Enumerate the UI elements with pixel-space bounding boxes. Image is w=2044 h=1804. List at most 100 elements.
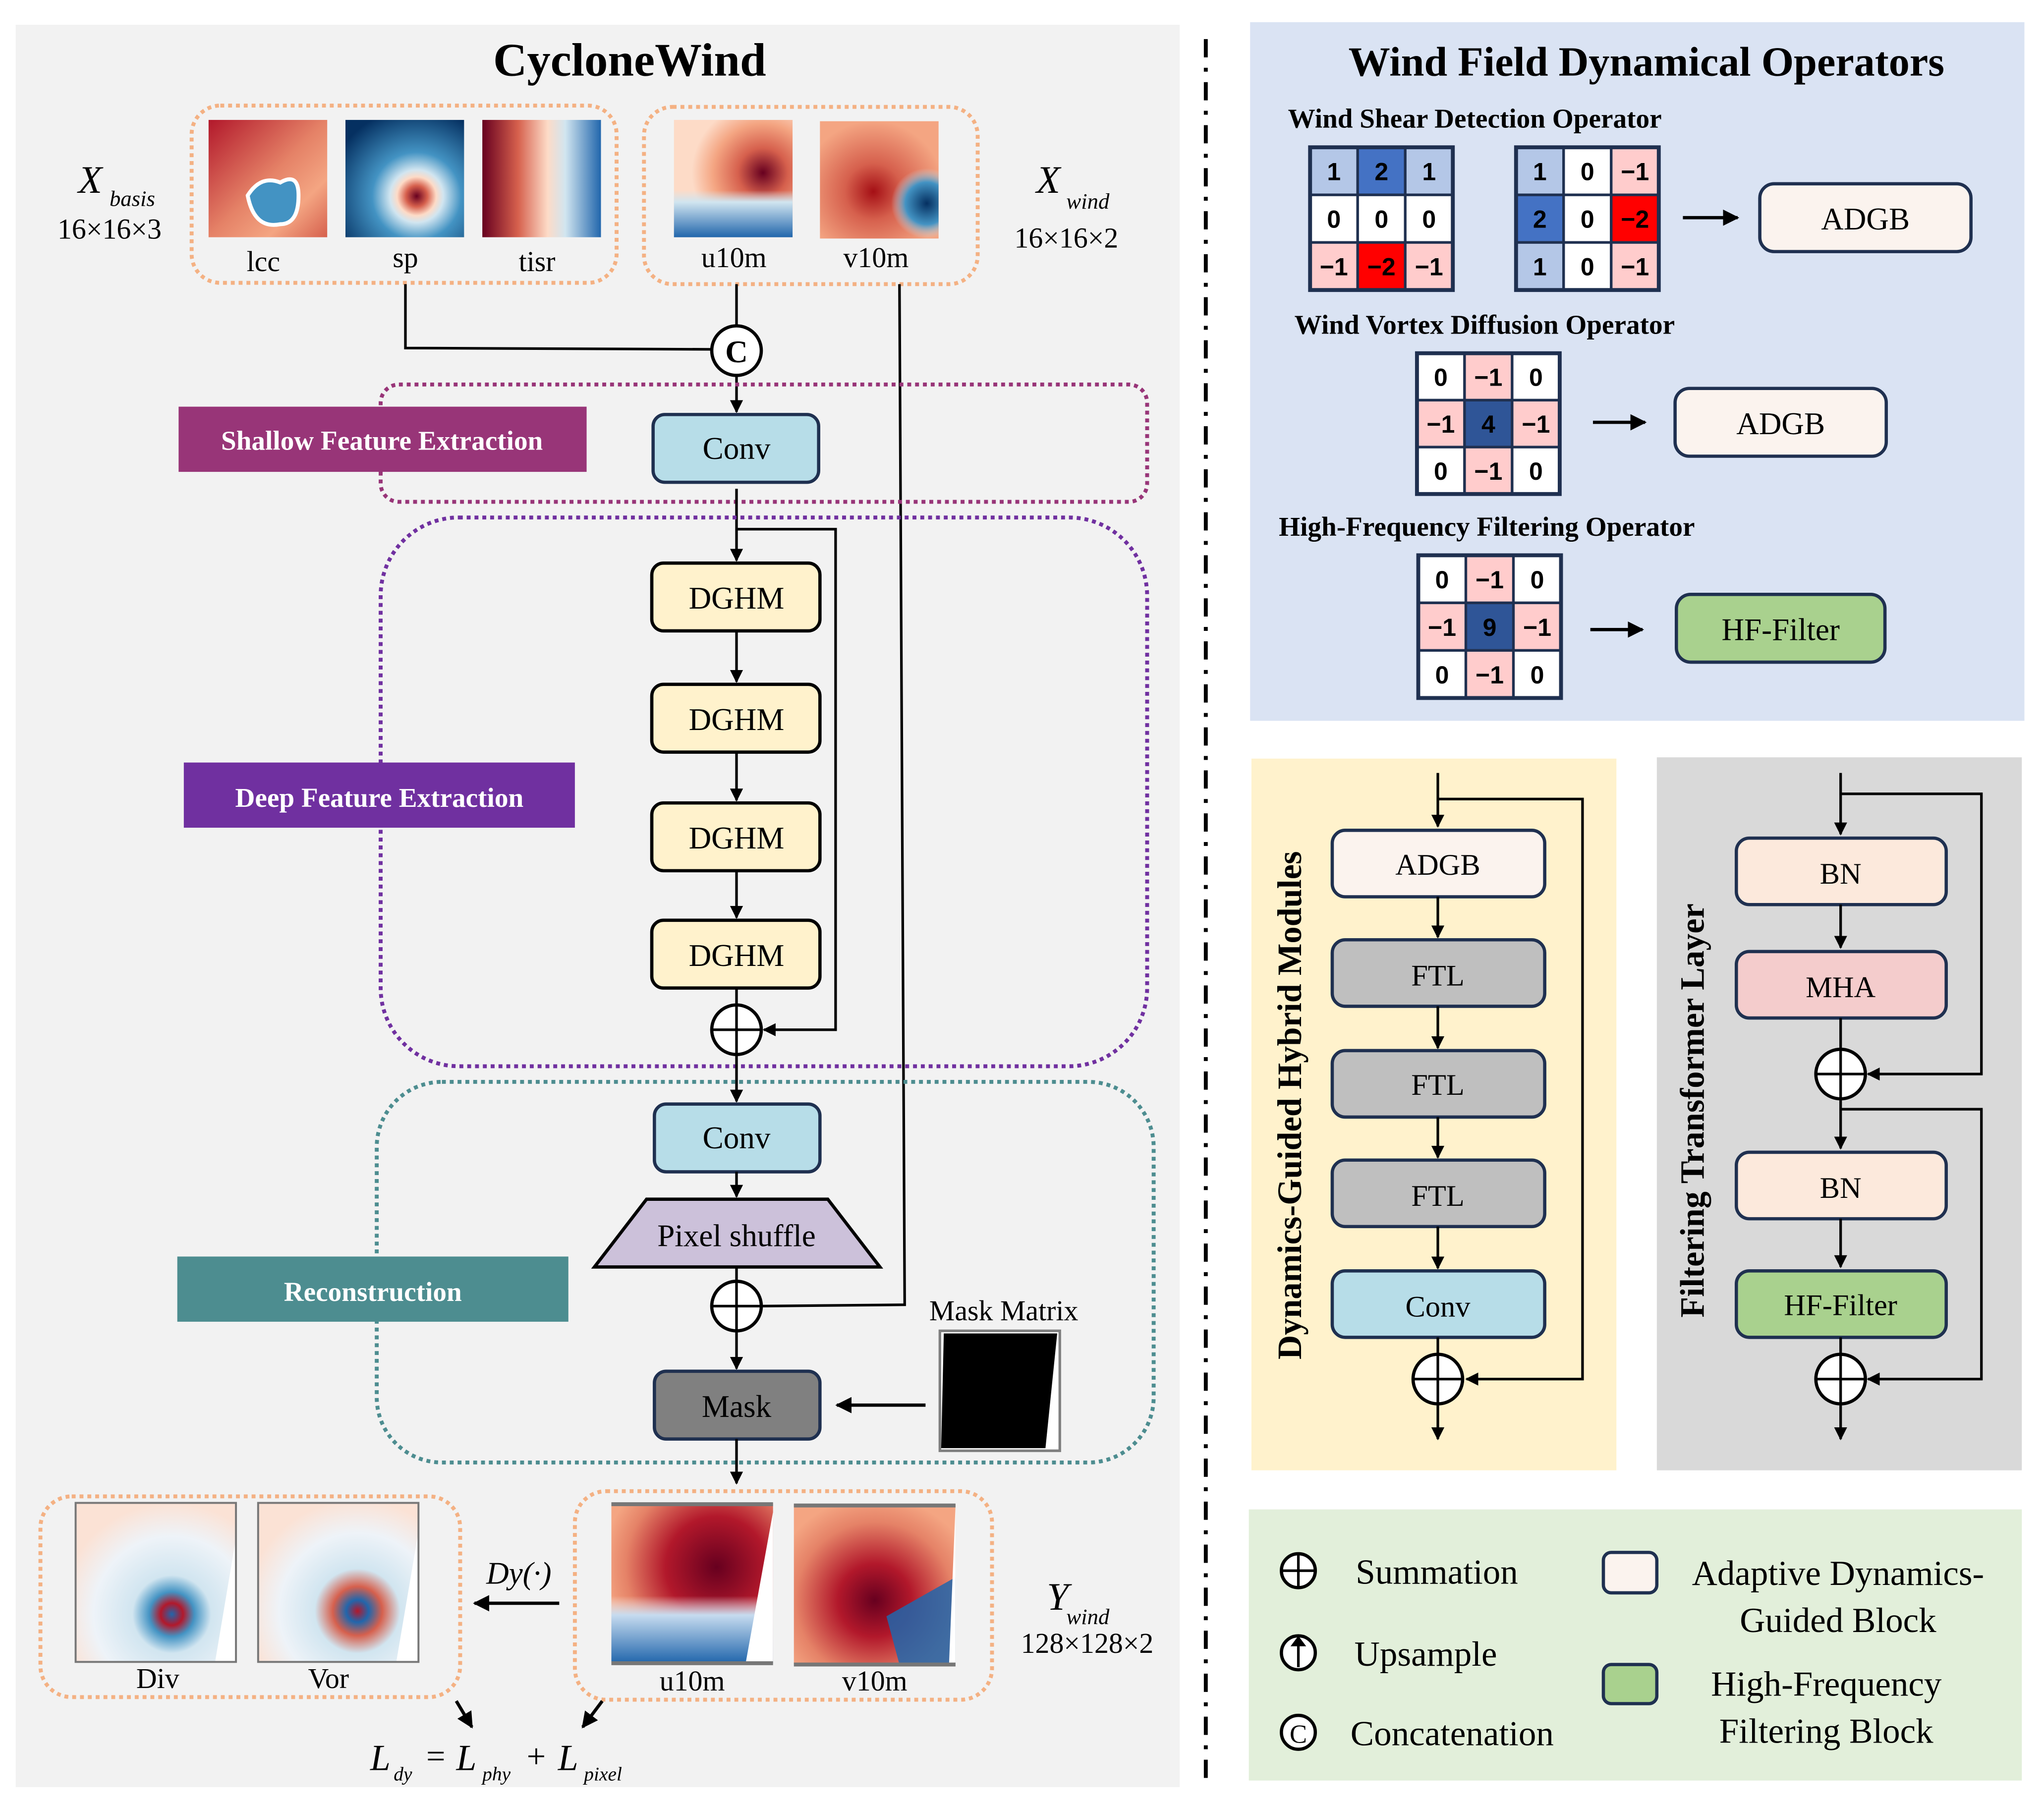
kernel-value: −1	[1426, 410, 1455, 438]
kernel-value: −1	[1476, 566, 1504, 594]
svg-text:128×128×2: 128×128×2	[1021, 1627, 1154, 1659]
legend-hf: High-Frequency Filtering Block	[1601, 1663, 1942, 1750]
svg-text:ADGB: ADGB	[1821, 202, 1910, 236]
kernel-value: 0	[1529, 363, 1543, 391]
x-basis-label: X basis 16×16×3	[57, 159, 162, 245]
recon-stage-label	[177, 1256, 568, 1322]
shallow-stage-label-text: Shallow Feature Extraction	[221, 425, 543, 455]
svg-text:Concatenation: Concatenation	[1351, 1715, 1554, 1753]
dghm-ftl-block-1: FTL	[1330, 938, 1546, 1008]
kernel-value: 2	[1533, 206, 1547, 233]
kernel-cell	[1610, 241, 1660, 291]
dghm-block-4: DGHM	[650, 918, 822, 990]
x-wind-label: X wind 16×16×2	[1014, 159, 1118, 254]
svg-text:ADGB: ADGB	[1736, 406, 1825, 441]
dynamics-to-loss-arrow	[454, 1700, 473, 1729]
mask-block: Mask	[653, 1369, 822, 1441]
kernel-cell	[1308, 241, 1359, 291]
kernel-value: 0	[1581, 158, 1594, 186]
kernel-value: 0	[1374, 206, 1388, 233]
svg-text:L: L	[558, 1738, 578, 1778]
svg-text:BN: BN	[1820, 1172, 1862, 1205]
kernel-value: 1	[1327, 158, 1341, 186]
svg-text:16×16×2: 16×16×2	[1014, 222, 1118, 254]
kernel-value: 0	[1531, 661, 1544, 689]
kernel-value: 1	[1533, 158, 1547, 186]
kernel-value: 0	[1529, 457, 1543, 485]
ftl-bn-block-2: BN	[1734, 1150, 1948, 1221]
kernel-value: −1	[1474, 363, 1502, 391]
vortex-operator-label: Wind Vortex Diffusion Operator	[1295, 309, 1675, 339]
kernel-border	[1416, 553, 1563, 700]
adgb-swatch	[1601, 1551, 1659, 1595]
svg-text:+: +	[527, 1737, 546, 1775]
ftl-hf-filter-block: HF-Filter	[1734, 1269, 1948, 1339]
channel-label-u10m: u10m	[701, 241, 767, 274]
kernel-value: −1	[1415, 253, 1443, 281]
pixel-shuffle-block: Pixel shuffle	[591, 1197, 884, 1269]
dghm-block-3: DGHM	[650, 801, 822, 873]
hf-target-filter: HF-Filter	[1675, 593, 1887, 664]
kernel-value: −1	[1621, 253, 1649, 281]
dghm-adgb-block: ADGB	[1330, 829, 1546, 899]
svg-text:BN: BN	[1820, 857, 1862, 891]
channel-label-sp: sp	[393, 241, 418, 274]
dghm-conv-block: Conv	[1330, 1269, 1546, 1339]
svg-text:HF-Filter: HF-Filter	[1784, 1289, 1897, 1322]
upsample-icon	[1280, 1634, 1317, 1672]
kernel-value: 1	[1422, 158, 1436, 186]
shallow-conv-label: Conv	[703, 431, 771, 466]
shallow-conv-block	[651, 413, 820, 484]
lcc-map-feature	[245, 177, 301, 227]
dynamics-label-div: Div	[136, 1662, 179, 1694]
svg-text:Conv: Conv	[1405, 1290, 1471, 1323]
dynamics-label-vor: Vor	[308, 1662, 349, 1694]
dghm-block-1: DGHM	[650, 561, 822, 633]
svg-text:dy: dy	[394, 1763, 412, 1785]
kernel-value: −1	[1523, 614, 1551, 641]
mask-matrix-label: Mask Matrix	[929, 1295, 1079, 1327]
legend-summation: Summation	[1280, 1552, 1518, 1592]
svg-text:Filtering Block: Filtering Block	[1719, 1712, 1933, 1750]
vortex-target-adgb: ADGB	[1673, 387, 1888, 458]
deep-stage-label	[183, 762, 575, 828]
deep-residual-line	[737, 528, 837, 1036]
y-wind-label: Y wind 128×128×2	[1021, 1576, 1154, 1659]
svg-text:DGHM: DGHM	[689, 581, 785, 616]
loss-formula: L dy = L phy + L pixel	[370, 1737, 622, 1785]
output-to-loss-arrow	[581, 1700, 604, 1729]
main-panel-background	[15, 24, 1180, 1787]
dghm-residual-line	[1437, 797, 1584, 1386]
recon-conv-block: Conv	[653, 1102, 822, 1174]
svg-text:ADGB: ADGB	[1395, 848, 1480, 882]
ftl-residual-1	[1840, 792, 1983, 1081]
kernel-border	[1308, 145, 1455, 292]
deep-stage-label-text: Deep Feature Extraction	[235, 783, 524, 813]
svg-text:DGHM: DGHM	[689, 821, 785, 855]
dy-operator-label: Dy(·)	[486, 1556, 551, 1591]
dghm-summation-icon	[1411, 1353, 1465, 1406]
dghm-ftl-block-3: FTL	[1330, 1158, 1546, 1229]
summation-icon	[1280, 1552, 1317, 1589]
div-map	[74, 1502, 237, 1663]
svg-text:wind: wind	[1066, 189, 1110, 214]
svg-text:MHA: MHA	[1806, 971, 1875, 1004]
main-title: CycloneWind	[493, 35, 766, 86]
kernel-border	[1514, 145, 1661, 292]
kernel-value: 2	[1374, 158, 1388, 186]
svg-text:Guided Block: Guided Block	[1740, 1601, 1936, 1640]
deep-summation-icon	[710, 1003, 763, 1057]
kernel-cell	[1610, 193, 1660, 244]
legend-concatenation: C Concatenation	[1280, 1713, 1554, 1753]
svg-text:Y: Y	[1047, 1576, 1072, 1619]
concatenation-icon: C	[1280, 1713, 1317, 1751]
recon-stage-label-text: Reconstruction	[284, 1277, 462, 1307]
basis-input-group	[189, 104, 619, 285]
kernel-value: 0	[1422, 206, 1436, 233]
hf-swatch	[1601, 1663, 1659, 1705]
recon-summation-icon	[710, 1280, 763, 1333]
shear-operator-label: Wind Shear Detection Operator	[1288, 104, 1662, 134]
sp-map	[345, 119, 464, 237]
kernel-value: −1	[1522, 410, 1550, 438]
